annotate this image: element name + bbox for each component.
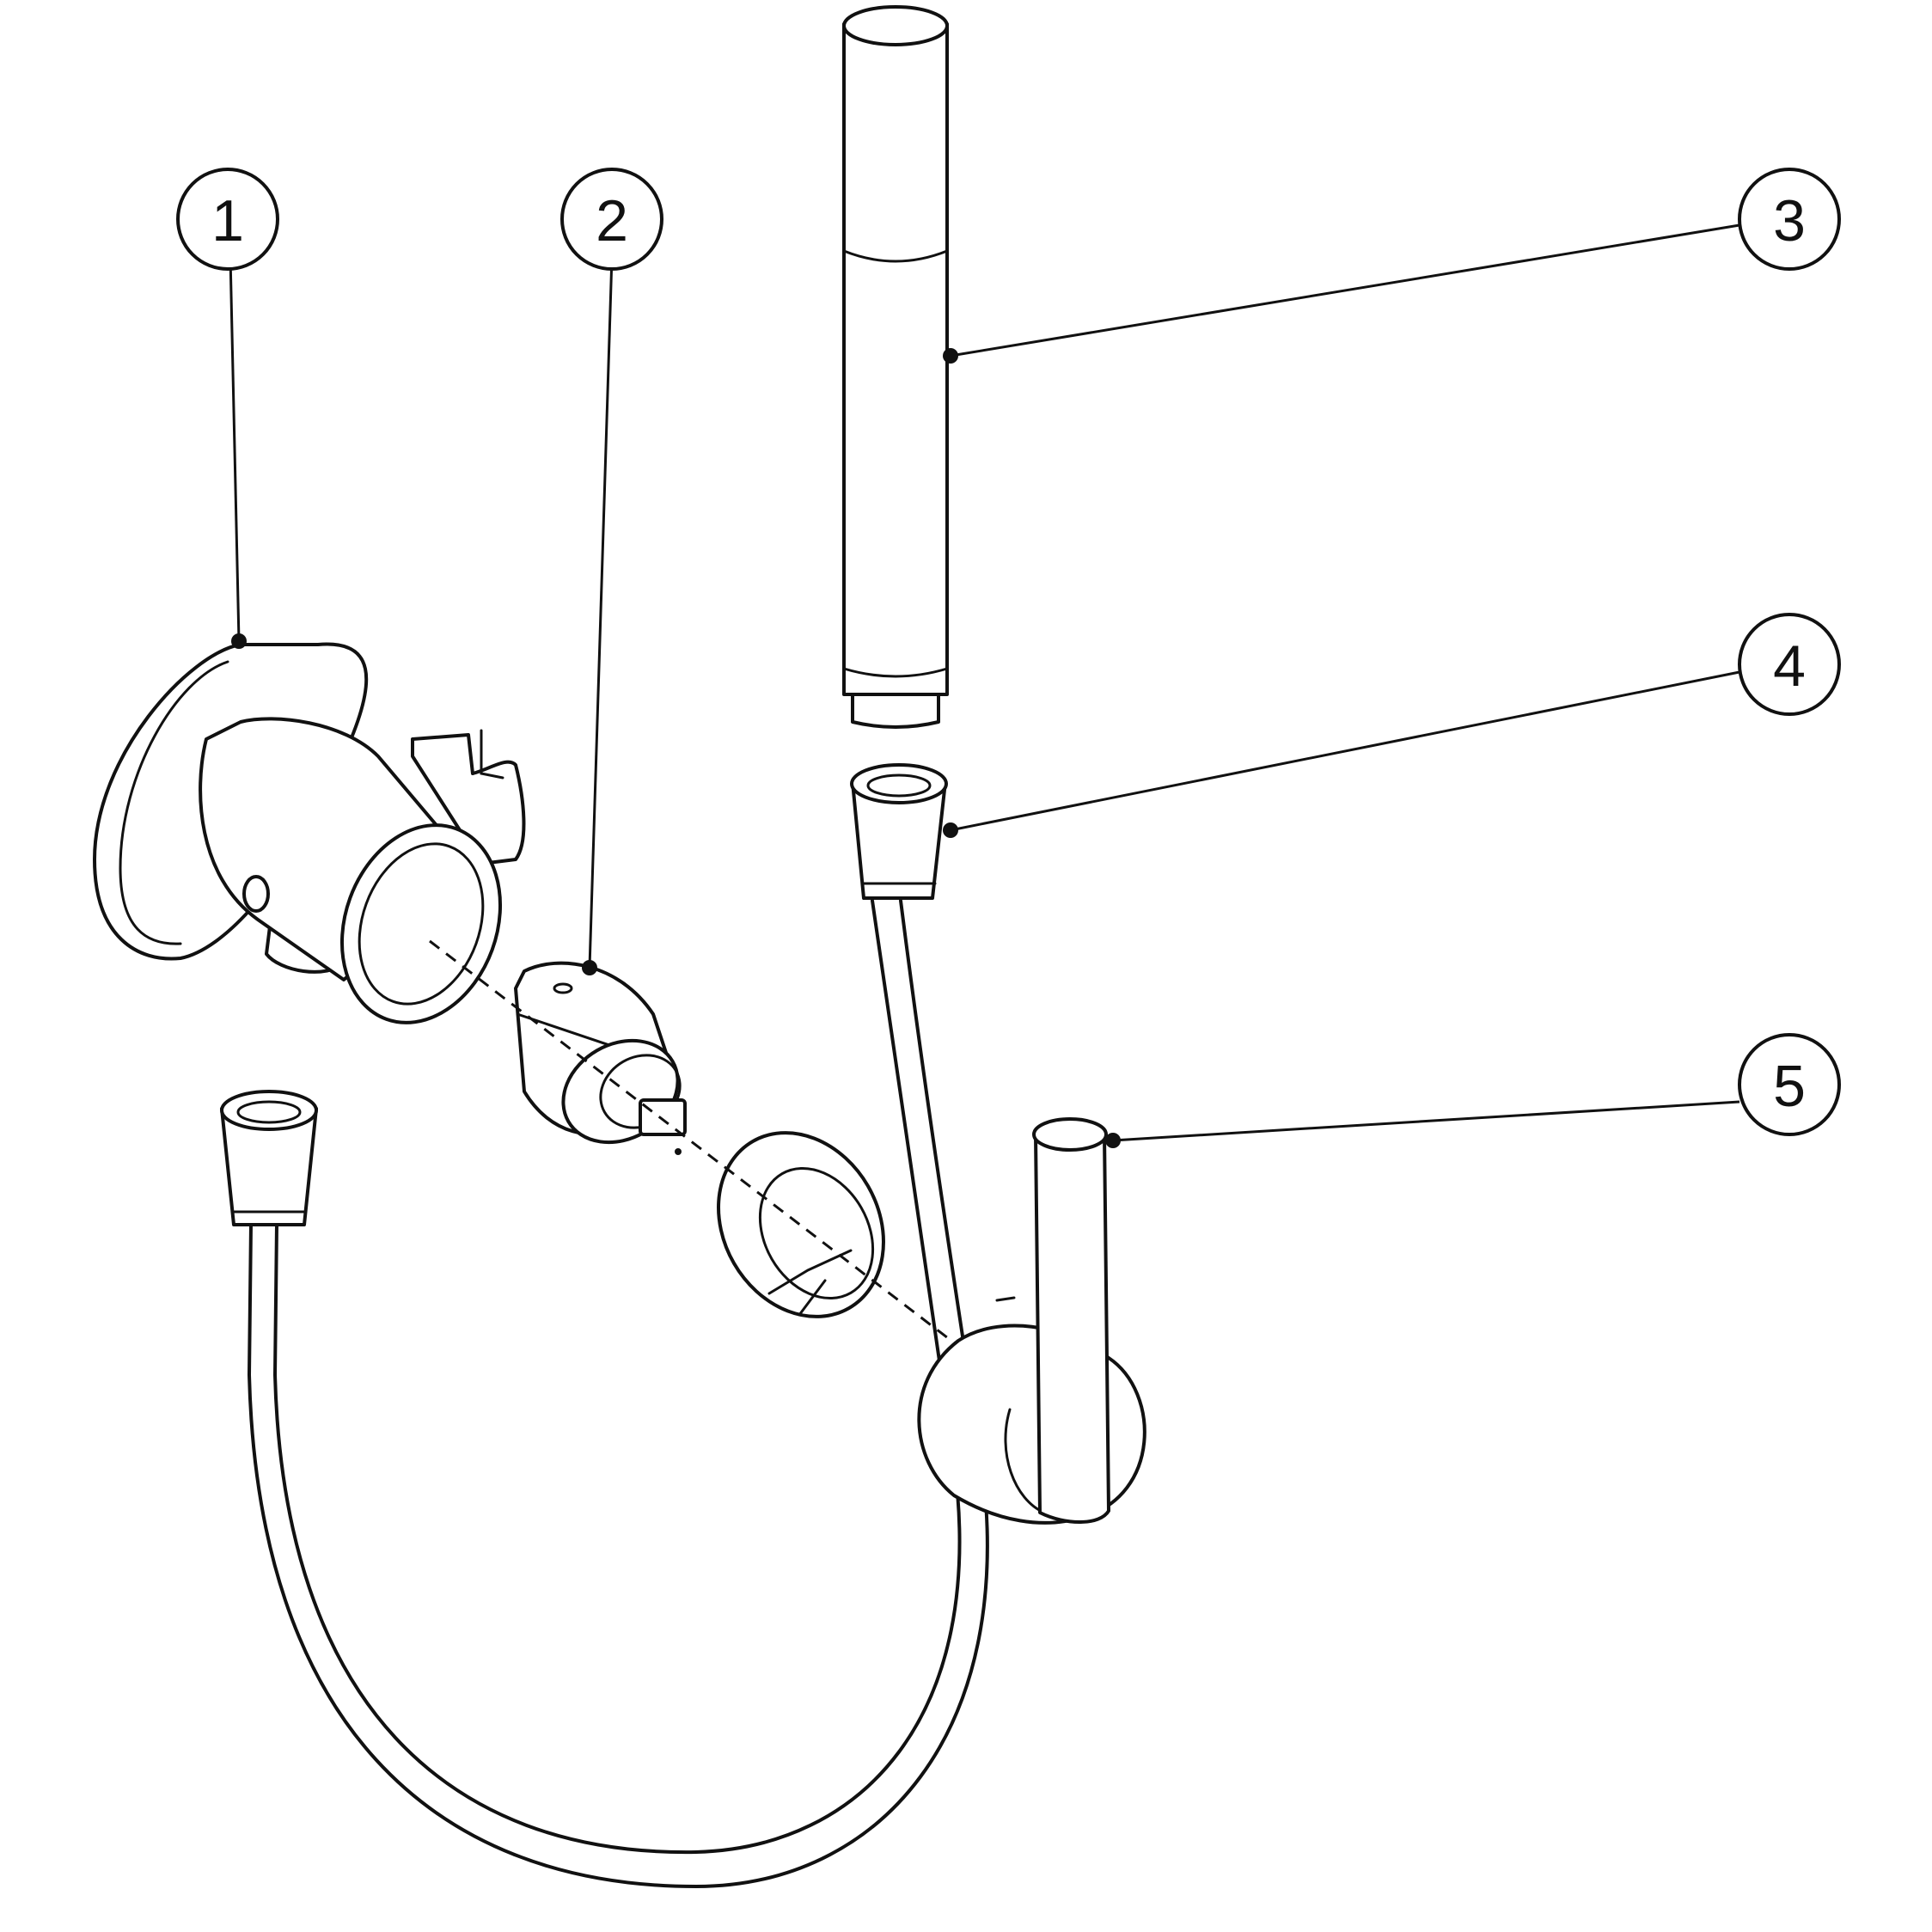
callout-1: 1: [176, 168, 279, 271]
callout-label: 5: [1773, 1054, 1806, 1119]
callout-label: 3: [1773, 188, 1806, 254]
callout-leaders: [229, 223, 1740, 1142]
diverter-cartridge: [514, 961, 687, 1155]
assembly-axis: [429, 939, 963, 1351]
callout-label: 1: [211, 188, 244, 254]
callout-2: 2: [560, 168, 663, 271]
wall-bracket: [93, 642, 526, 1024]
callout-5: 5: [1738, 1033, 1841, 1136]
retaining-ring: [717, 1131, 885, 1318]
leader-dots: [231, 348, 1121, 1148]
callout-3: 3: [1738, 168, 1841, 271]
callout-label: 4: [1773, 633, 1806, 699]
callout-4: 4: [1738, 613, 1841, 716]
shower-hose: [220, 763, 989, 1889]
diverter-handle: [917, 1117, 1146, 1525]
callout-label: 2: [596, 188, 628, 254]
hand-shower: [842, 5, 949, 729]
